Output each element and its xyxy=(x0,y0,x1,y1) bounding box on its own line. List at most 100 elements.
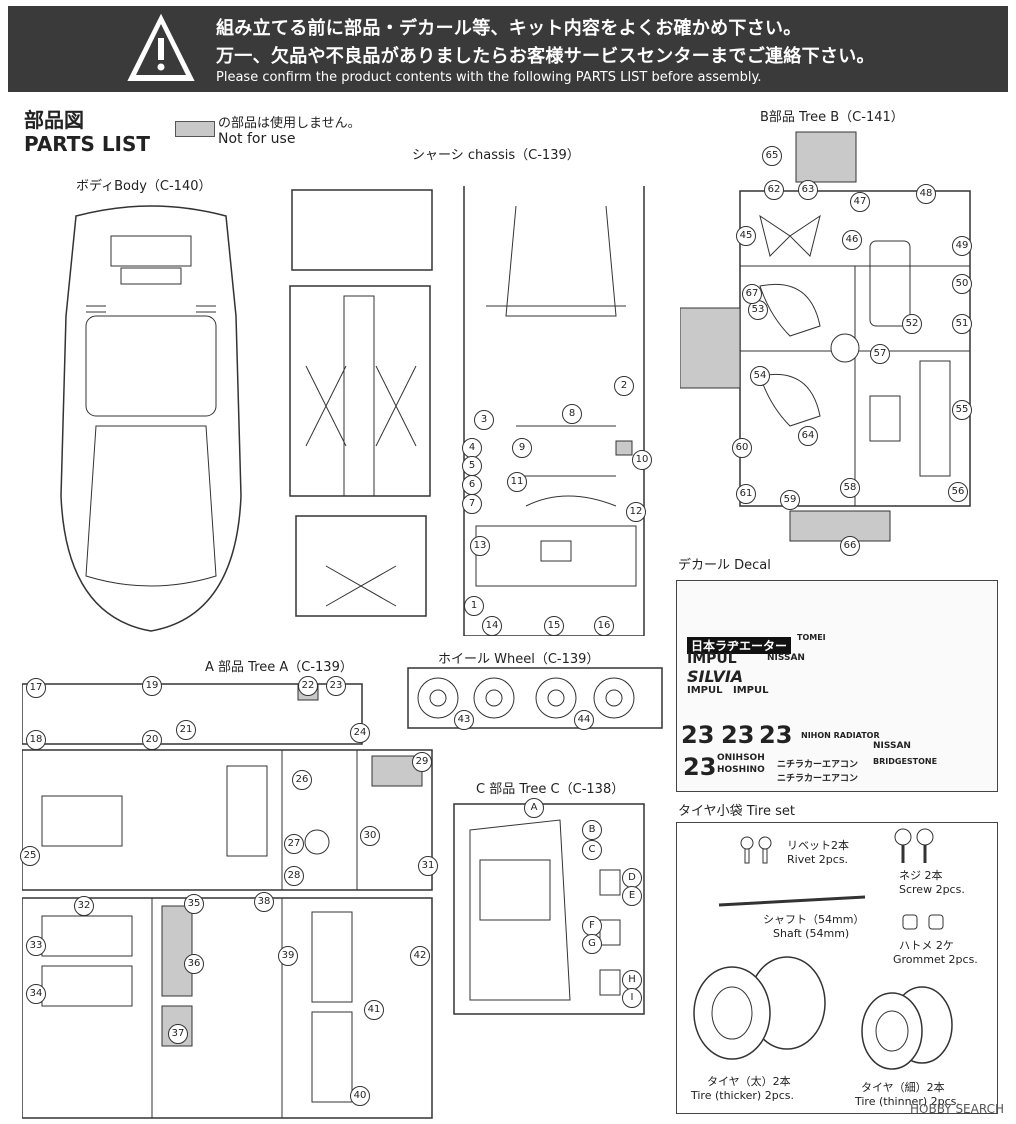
part-number: 31 xyxy=(418,856,438,876)
page-title-jp: 部品図 xyxy=(24,108,84,132)
part-number: 9 xyxy=(512,438,532,458)
part-number: 22 xyxy=(298,676,318,696)
decal-impul-2: IMPUL xyxy=(687,685,723,696)
part-number: 61 xyxy=(736,484,756,504)
legend-text-jp: の部品は使用しません。 xyxy=(218,116,361,131)
part-number: 32 xyxy=(74,896,94,916)
part-number: 45 xyxy=(736,226,756,246)
grommet-label-jp: ハトメ 2ケ xyxy=(899,939,954,952)
part-number: 23 xyxy=(326,676,346,696)
tire-thick-label-en: Tire (thicker) 2pcs. xyxy=(691,1089,794,1102)
decal-bridgestone: BRIDGESTONE xyxy=(873,757,938,766)
banner-line-2: 万一、欠品や不良品がありましたらお客様サービスセンターまでご連絡下さい。 xyxy=(216,46,875,67)
part-number: 49 xyxy=(952,236,972,256)
part-number: 43 xyxy=(454,710,474,730)
part-number: 11 xyxy=(507,472,527,492)
part-number: 39 xyxy=(278,946,298,966)
rivet-icon xyxy=(740,836,772,864)
part-number: 37 xyxy=(168,1024,188,1044)
part-number: 29 xyxy=(412,752,432,772)
part-number: 65 xyxy=(762,146,782,166)
part-number: 40 xyxy=(350,1086,370,1106)
tire-thin-label-en: Tire (thinner) 2pcs. xyxy=(855,1095,960,1108)
part-number: 35 xyxy=(184,894,204,914)
section-chassis-title: シャーシ chassis（C-139） xyxy=(412,148,580,163)
shaft-label-jp: シャフト（54mm） xyxy=(763,913,865,926)
part-number: 7 xyxy=(462,494,482,514)
warning-triangle-icon xyxy=(127,13,195,81)
part-number: 4 xyxy=(462,438,482,458)
not-used-swatch xyxy=(175,121,215,137)
page-title-en: PARTS LIST xyxy=(24,132,151,156)
part-number: F xyxy=(582,916,602,936)
part-number: I xyxy=(622,988,642,1008)
chassis-drawing xyxy=(289,186,645,636)
shaft-icon xyxy=(718,895,866,907)
tree-b-drawing xyxy=(680,131,971,542)
part-number: 42 xyxy=(410,946,430,966)
part-number: 25 xyxy=(20,846,40,866)
part-number: 38 xyxy=(254,892,274,912)
part-number: 59 xyxy=(780,490,800,510)
part-number: 58 xyxy=(840,478,860,498)
part-number: 57 xyxy=(870,344,890,364)
part-number: 30 xyxy=(360,826,380,846)
part-number: 6 xyxy=(462,475,482,495)
part-number: 27 xyxy=(284,834,304,854)
part-number: 19 xyxy=(142,676,162,696)
part-number: 51 xyxy=(952,314,972,334)
part-number: E xyxy=(622,886,642,906)
decal-hoshino: HOSHINO xyxy=(717,765,765,775)
part-number: 26 xyxy=(292,770,312,790)
section-wheel-title: ホイール Wheel（C-139） xyxy=(438,652,600,667)
warning-banner: 組み立てる前に部品・デカール等、キット内容をよくお確かめ下さい。 万一、欠品や不… xyxy=(8,6,1008,92)
part-number: 33 xyxy=(26,936,46,956)
part-number: 34 xyxy=(26,984,46,1004)
section-tree-c-title: C 部品 Tree C（C-138） xyxy=(476,782,625,797)
banner-line-3: Please confirm the product contents with… xyxy=(216,70,762,85)
part-number: 50 xyxy=(952,274,972,294)
decal-number: 23 xyxy=(683,753,717,781)
section-tire-set-title: タイヤ小袋 Tire set xyxy=(678,804,795,819)
part-number: 13 xyxy=(470,536,490,556)
part-number: 3 xyxy=(474,410,494,430)
decal-nichiraka-2: ニチラカーエアコン xyxy=(777,774,859,784)
part-number: 21 xyxy=(176,720,196,740)
tire-thin-drawing xyxy=(861,986,953,1070)
section-tree-b-title: B部品 Tree B（C-141） xyxy=(760,110,904,125)
banner-line-1: 組み立てる前に部品・デカール等、キット内容をよくお確かめ下さい。 xyxy=(216,18,802,39)
part-number: 63 xyxy=(798,180,818,200)
section-body-title: ボディBody（C-140） xyxy=(76,179,212,194)
part-number: 20 xyxy=(142,730,162,750)
tire-thick-drawing xyxy=(693,956,826,1060)
tree-c-drawing xyxy=(453,803,645,1015)
watermark: HOBBY SEARCH xyxy=(910,1102,1004,1116)
decal-impul: IMPUL xyxy=(687,651,737,667)
part-number: 46 xyxy=(842,230,862,250)
part-number: B xyxy=(582,820,602,840)
part-number: 1 xyxy=(464,596,484,616)
section-decal-title: デカール Decal xyxy=(678,558,771,573)
wheel-tree-drawing xyxy=(407,667,663,729)
part-number: 16 xyxy=(594,616,614,636)
part-number: 18 xyxy=(26,730,46,750)
decal-nichiraka-1: ニチラカーエアコン xyxy=(777,760,859,770)
decal-onihsoh: ONIHSOH xyxy=(717,753,765,763)
screw-label-jp: ネジ 2本 xyxy=(899,869,943,882)
decal-number: 23 xyxy=(721,721,755,749)
decal-silvia: SILVIA xyxy=(687,667,744,686)
shaft-label-en: Shaft (54mm) xyxy=(773,927,850,940)
part-number: 60 xyxy=(732,438,752,458)
part-number: 64 xyxy=(798,426,818,446)
part-number: 5 xyxy=(462,456,482,476)
rivet-label-en: Rivet 2pcs. xyxy=(787,853,849,866)
decal-tomei: TOMEI xyxy=(797,633,826,642)
decal-sheet: 日本ラヂエーター TOMEI IMPUL NISSAN SILVIA IMPUL… xyxy=(676,580,998,792)
part-number: 28 xyxy=(284,866,304,886)
part-number: 48 xyxy=(916,184,936,204)
part-number: H xyxy=(622,970,642,990)
tire-set-panel: リベット2本 Rivet 2pcs. ネジ 2本 Screw 2pcs. シャフ… xyxy=(676,822,998,1114)
part-number: 15 xyxy=(544,616,564,636)
grommet-label-en: Grommet 2pcs. xyxy=(893,953,978,966)
part-number: C xyxy=(582,840,602,860)
